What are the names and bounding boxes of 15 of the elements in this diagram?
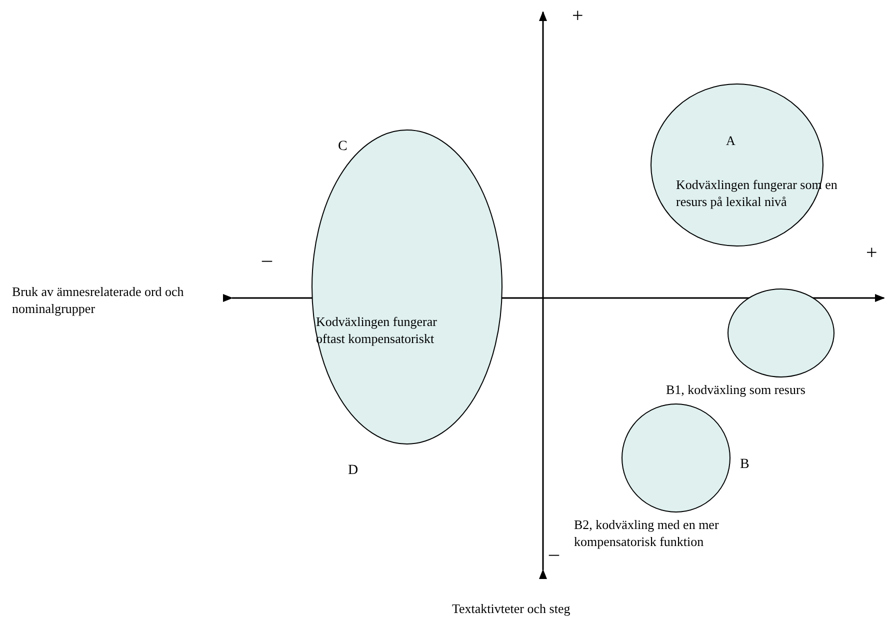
axis-sign: + [866,245,878,262]
axis-sign: – [262,252,272,269]
ellipse-shape [622,404,732,514]
axis-label: Textaktivteter och steg [452,600,570,617]
quadrant-letter: D [348,462,358,479]
ellipse-shape [728,289,836,379]
quadrant-letter: B [740,456,750,473]
quadrant-letter: C [338,138,348,155]
ellipse-caption: B2, kodväxling med en mer kompensatorisk funktion [574,516,720,550]
ellipse-region [312,130,504,446]
axis-sign: + [572,8,584,25]
ellipse-caption: B1, kodväxling som resurs [666,381,806,398]
region-letter: A [726,132,736,149]
axis-label: Bruk av ämnesrelaterade ord och nominalgrupper [12,283,185,317]
axis-sign: – [549,546,559,563]
